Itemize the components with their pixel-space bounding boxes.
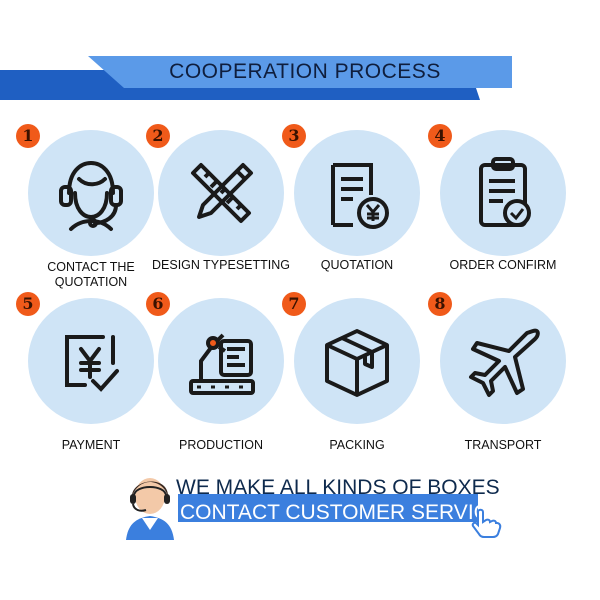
step-number-badge: 3 xyxy=(282,124,306,148)
step-number-badge: 5 xyxy=(16,292,40,316)
customer-service-agent-icon xyxy=(126,478,174,540)
robot-arm-factory-icon xyxy=(189,333,255,395)
step-label: PAYMENT xyxy=(61,438,121,452)
step-number-badge: 7 xyxy=(282,292,306,316)
step-label: TRANSPORT xyxy=(464,438,542,452)
step-circle xyxy=(28,298,154,424)
step-circle xyxy=(440,298,566,424)
step-circle xyxy=(440,130,566,256)
contact-customer-service-link[interactable]: CONTACT CUSTOMER SERVICE xyxy=(180,501,503,524)
page-title: COOPERATION PROCESS xyxy=(169,60,441,83)
step-circle xyxy=(28,130,154,256)
step-number-badge: 4 xyxy=(428,124,452,148)
yen-payment-icon xyxy=(65,335,119,392)
step-circle xyxy=(158,298,284,424)
banner-ribbon-shape xyxy=(0,56,512,100)
step-card-2: 2 DESIGN TYPESETTING xyxy=(146,124,290,285)
cta-headline: WE MAKE ALL KINDS OF BOXES xyxy=(176,476,500,499)
step-label: PACKING xyxy=(329,438,385,452)
step-number-badge: 6 xyxy=(146,292,170,316)
step-label: PRODUCTION xyxy=(178,438,264,452)
step-number-badge: 8 xyxy=(428,292,452,316)
contact-cta[interactable]: WE MAKE ALL KINDS OF BOXES CONTACT CUSTO… xyxy=(118,470,508,540)
step-label: CONTACT THE QUOTATION xyxy=(47,260,135,289)
step-label: QUOTATION xyxy=(320,258,394,272)
step-circle xyxy=(294,298,420,424)
step-number-badge: 1 xyxy=(16,124,40,148)
step-number-badge: 2 xyxy=(146,124,170,148)
step-card-8: 8 TRANSPORT xyxy=(428,292,570,453)
headset-agent-icon xyxy=(59,160,123,231)
clipboard-check-icon xyxy=(479,157,531,227)
step-card-5: 5 PAYMENT xyxy=(16,292,158,453)
box-package-icon xyxy=(325,329,389,397)
step-circle xyxy=(158,130,284,256)
step-card-7: 7 PACKING xyxy=(282,292,424,453)
step-label: ORDER CONFIRM xyxy=(449,258,557,272)
cta-banner-bar xyxy=(178,494,478,522)
document-yen-icon xyxy=(331,163,389,229)
step-card-4: 4 ORDER CONFIRM xyxy=(428,124,570,285)
step-card-6: 6 PRODUCTION xyxy=(146,292,288,453)
pointer-hand-icon xyxy=(471,508,502,538)
step-circle xyxy=(294,130,420,256)
airplane-icon xyxy=(469,328,540,397)
step-label: DESIGN TYPESETTING xyxy=(152,258,290,272)
step-card-1: 1 CONTACT THE QUOTATION xyxy=(16,124,158,289)
header-banner xyxy=(0,56,600,104)
pencil-ruler-icon xyxy=(191,163,253,223)
step-card-3: 3 QUOTATION xyxy=(282,124,424,285)
